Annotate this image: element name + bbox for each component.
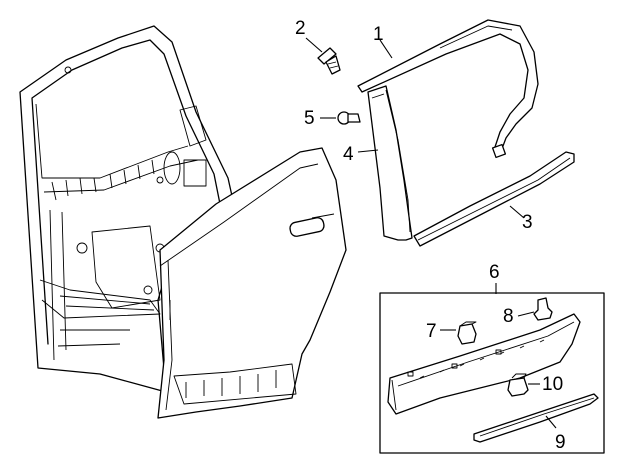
part-10-clip bbox=[507, 373, 529, 397]
part-2-screw bbox=[317, 47, 341, 75]
part-8-fastener bbox=[533, 297, 553, 321]
callout-8: 8 bbox=[503, 306, 514, 327]
callout-labels: 1 2 3 4 5 6 7 8 9 10 bbox=[295, 18, 566, 453]
callout-3: 3 bbox=[522, 212, 533, 233]
part-1-frame-molding bbox=[357, 19, 539, 159]
leader-lines bbox=[305, 37, 557, 429]
part-4-applique bbox=[367, 85, 413, 241]
callout-4: 4 bbox=[343, 144, 354, 165]
part-5-clip bbox=[337, 111, 361, 125]
part-9-molding-strip bbox=[473, 393, 599, 443]
part-7-clip bbox=[457, 321, 477, 345]
part-6-rocker-molding bbox=[387, 313, 581, 415]
callout-2: 2 bbox=[295, 18, 306, 39]
callout-5: 5 bbox=[304, 108, 315, 129]
part-3-belt-molding bbox=[413, 151, 575, 247]
callout-10: 10 bbox=[542, 374, 563, 395]
callout-7: 7 bbox=[426, 321, 437, 342]
part-6-box bbox=[379, 292, 605, 454]
callout-6: 6 bbox=[489, 262, 500, 283]
outer-door-panel bbox=[157, 147, 347, 419]
callout-9: 9 bbox=[555, 432, 566, 453]
callout-1: 1 bbox=[373, 24, 384, 45]
